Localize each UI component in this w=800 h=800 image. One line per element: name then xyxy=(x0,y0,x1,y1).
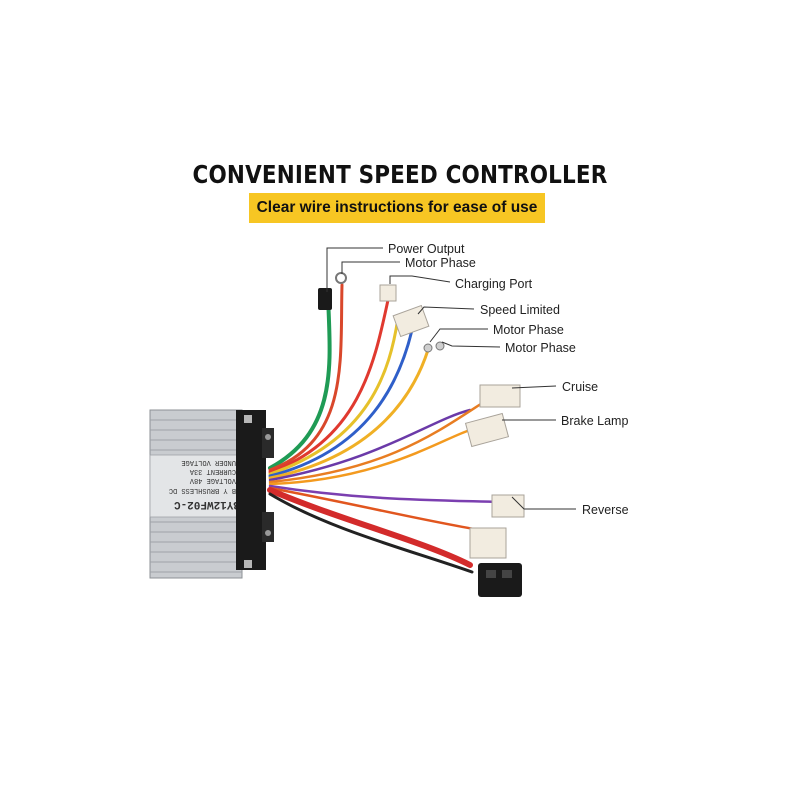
label-under-voltage: UNDER VOLTAGE xyxy=(181,458,236,466)
wire-harness xyxy=(267,283,502,574)
callout-motor-phase-3: Motor Phase xyxy=(505,341,576,355)
callout-power-output: Power Output xyxy=(388,242,465,256)
leader-motor-phase-3 xyxy=(441,341,501,348)
callout-speed-limited: Speed Limited xyxy=(480,303,560,317)
connector-speed-limited xyxy=(392,304,430,338)
label-brand: B Y BRUSHLESS DC xyxy=(169,486,236,494)
callout-charging-port: Charging Port xyxy=(455,277,533,291)
leader-charging-port xyxy=(389,275,451,284)
callout-motor-phase-1: Motor Phase xyxy=(405,256,476,270)
callout-reverse: Reverse xyxy=(582,503,629,517)
connector-motor-phase-3 xyxy=(435,341,445,351)
leader-cruise xyxy=(511,385,557,389)
leader-lines xyxy=(326,247,576,510)
label-voltage: VOLTAGE 48V xyxy=(189,476,236,484)
connector-brake-lamp xyxy=(464,412,510,448)
diagram-title: CONVENIENT SPEED CONTROLLER xyxy=(192,160,608,189)
callout-brake-lamp: Brake Lamp xyxy=(561,414,629,428)
connector-cruise xyxy=(479,384,521,408)
connector-motor-phase-2 xyxy=(423,343,433,353)
connector-white-block xyxy=(469,527,507,559)
connector-motor-phase-1 xyxy=(335,272,347,284)
connector-black-block xyxy=(478,563,522,597)
callout-cruise: Cruise xyxy=(562,380,599,394)
leader-speed-limited xyxy=(417,306,475,315)
connector-reverse xyxy=(491,494,525,518)
label-current: CURRENT 33A xyxy=(189,467,236,475)
controller-end-bracket xyxy=(236,410,274,570)
leader-motor-phase-1 xyxy=(341,261,400,274)
controller-label: BY12WF02-C B Y BRUSHLESS DC VOLTAGE 48V … xyxy=(169,458,240,510)
leader-power-output xyxy=(326,247,383,292)
subtitle-text: Clear wire instructions for ease of use xyxy=(256,199,538,216)
connector-power-output xyxy=(318,288,332,310)
leader-motor-phase-2 xyxy=(429,328,488,343)
connector-charging-port xyxy=(379,284,397,302)
subtitle-banner: Clear wire instructions for ease of use xyxy=(249,193,545,223)
leader-reverse xyxy=(511,496,576,510)
callout-motor-phase-2: Motor Phase xyxy=(493,323,564,337)
label-model: BY12WF02-C xyxy=(174,498,240,510)
